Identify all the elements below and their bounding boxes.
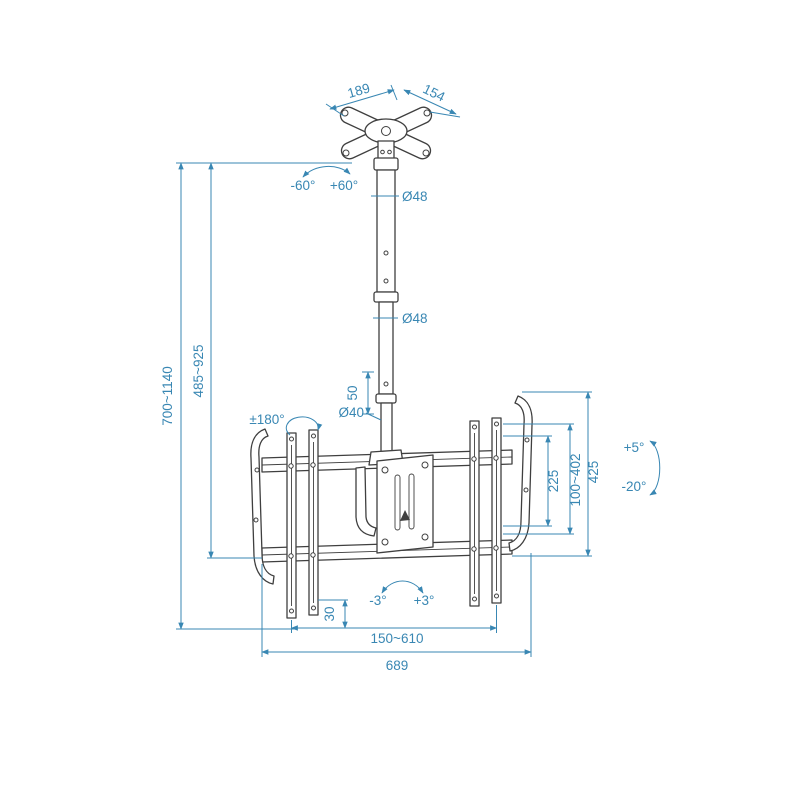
dim-label-mount-width-range: 150~610 [371,631,424,646]
dimension-labels: 189 154 -60° +60° Ø48 Ø48 50 Ø40 ±180° 7… [160,80,646,673]
telescopic-pole [373,157,399,454]
dim-label-overall-height: 700~1140 [160,366,175,425]
dim-label-mid-pole-diameter: Ø48 [402,311,428,326]
dim-label-lower-pole-diameter: Ø40 [338,405,364,420]
dim-label-swivel-right: +60° [330,178,358,193]
dim-label-roll-left: -3° [369,593,386,608]
dim-label-rotation-range: ±180° [249,412,284,427]
dim-label-tilt-down: -20° [622,479,647,494]
vesa-plate [376,454,434,554]
dim-label-upper-pole-diameter: Ø48 [402,189,428,204]
dim-label-tilt-up: +5° [624,440,645,455]
dim-label-pole-stub-length: 50 [345,385,360,400]
dim-label-swivel-left: -60° [291,178,316,193]
dim-label-bracket-height-range: 100~402 [568,454,583,507]
dim-label-bracket-total-height: 425 [586,461,601,484]
dim-label-plate-width: 189 [346,80,372,101]
dim-label-overall-width: 689 [386,658,409,673]
ceiling-plate [339,106,433,160]
dim-label-roll-right: +3° [414,593,435,608]
dim-label-plate-depth: 154 [421,81,448,105]
dimension-lines [176,84,661,657]
dim-label-rail-offset: 30 [322,606,337,621]
tv-bracket-assembly [250,395,533,619]
dim-label-vesa-height: 225 [546,470,561,493]
right-side-arm [508,395,533,552]
lock-indicator-triangle [400,510,410,521]
locking-hook [355,466,377,537]
dim-label-pole-height: 485~925 [191,345,206,398]
